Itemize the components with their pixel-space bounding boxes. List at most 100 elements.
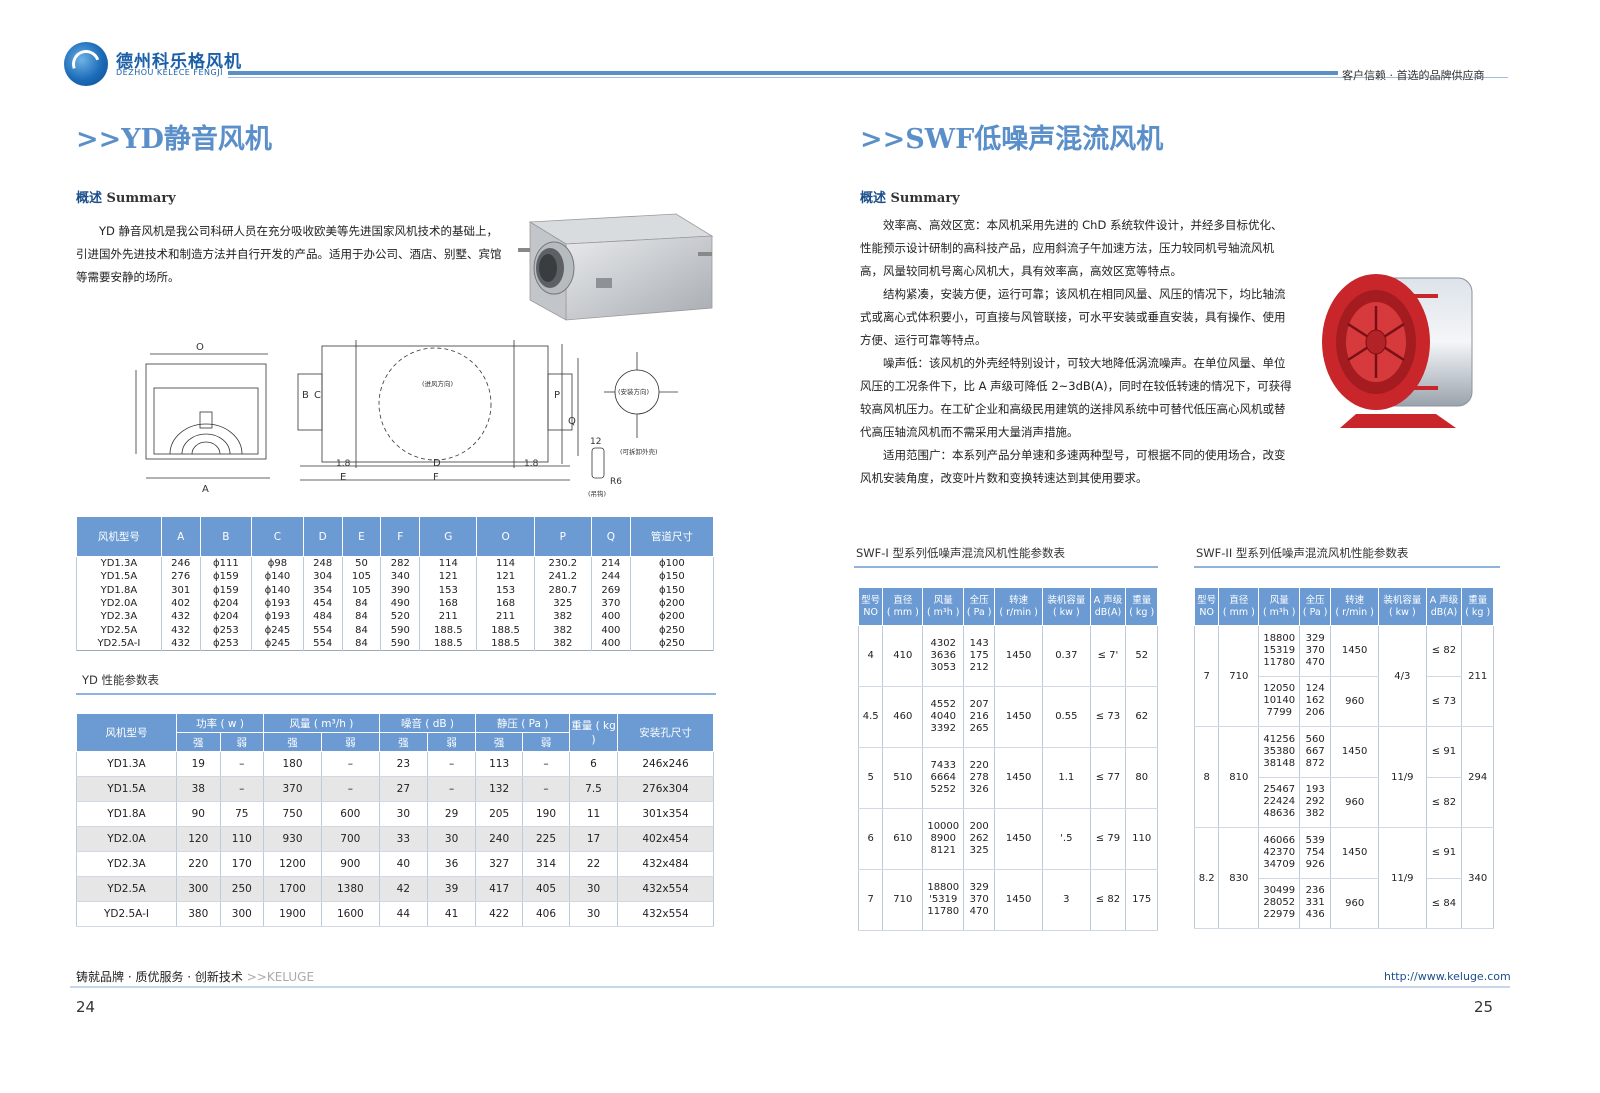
table-cell: 282 bbox=[380, 556, 421, 570]
table-cell: 554 bbox=[302, 623, 343, 637]
table-cell: 520 bbox=[380, 610, 421, 624]
table-cell: 432 bbox=[160, 623, 201, 637]
header-rule bbox=[228, 71, 1338, 75]
table-cell: ≤ 91 bbox=[1425, 827, 1463, 879]
footer-url-link[interactable]: http://www.keluge.com bbox=[1384, 970, 1511, 983]
yd-perf-caption-rule bbox=[76, 693, 716, 695]
table-cell: 121 bbox=[419, 570, 478, 584]
table-cell: 113 bbox=[475, 751, 524, 777]
removable-shell-note: (可拆卸外壳) bbox=[620, 447, 658, 456]
table-cell: ϕ159 bbox=[199, 570, 253, 584]
table-cell: 1450 bbox=[994, 747, 1044, 809]
table-cell: 510 bbox=[882, 747, 924, 809]
table-cell: 29 bbox=[426, 801, 477, 827]
table-cell: 6 bbox=[569, 751, 618, 777]
table-cell: 960 bbox=[1330, 777, 1380, 828]
table-cell: 23 bbox=[378, 751, 428, 777]
th-weak: 弱 bbox=[219, 732, 265, 752]
table-cell: 17 bbox=[569, 826, 618, 852]
company-logo bbox=[64, 42, 108, 86]
th-pressure: 静压 ( Pa ) bbox=[475, 713, 570, 733]
table-cell: 1450 bbox=[1330, 726, 1380, 778]
table-cell: 4 bbox=[857, 625, 884, 687]
table-cell: ϕ204 bbox=[199, 610, 253, 624]
table-cell: ϕ100 bbox=[629, 556, 715, 570]
table-cell: 11/9 bbox=[1378, 726, 1427, 828]
table-cell: YD2.0A bbox=[76, 826, 177, 852]
table-cell: 340 bbox=[1461, 827, 1494, 929]
dim-f-label: F bbox=[433, 472, 439, 483]
table-cell: 300 bbox=[219, 901, 265, 927]
header-rule-thin bbox=[228, 77, 1508, 78]
th-swf-5: 装机容量( kw ) bbox=[1378, 587, 1427, 626]
table-cell: ϕ245 bbox=[251, 623, 304, 637]
dim-q-label: Q bbox=[568, 416, 576, 427]
table-cell: 1200 bbox=[263, 851, 322, 877]
th-dim-10: Q bbox=[590, 516, 631, 557]
table-cell: 170 bbox=[219, 851, 265, 877]
table-cell: 44 bbox=[378, 901, 428, 927]
dim-18-right: 1.8 bbox=[524, 459, 539, 469]
table-cell: 241.2 bbox=[533, 570, 592, 584]
table-cell: '.5 bbox=[1042, 808, 1091, 870]
th-dim-7: G bbox=[419, 516, 478, 557]
th-swf-5: 装机容量( kw ) bbox=[1042, 587, 1091, 626]
table-cell: 7 bbox=[1193, 625, 1220, 727]
table-cell: 230.2 bbox=[533, 556, 592, 570]
table-cell: 327 bbox=[475, 851, 524, 877]
table-cell: YD2.5A bbox=[76, 623, 162, 637]
table-cell: 6 bbox=[857, 808, 884, 870]
yd-perf-caption: YD 性能参数表 bbox=[82, 673, 160, 687]
table-cell: 276 bbox=[160, 570, 201, 584]
table-cell: ≤ 91 bbox=[1425, 726, 1463, 778]
table-cell: YD2.3A bbox=[76, 851, 177, 877]
table-cell: 1450 bbox=[1330, 827, 1380, 879]
table-cell: ϕ193 bbox=[251, 596, 304, 611]
table-cell: 1450 bbox=[994, 808, 1044, 870]
th-dim-9: P bbox=[533, 516, 592, 557]
th-hole: 安装孔尺寸 bbox=[617, 713, 714, 752]
table-cell: YD1.3A bbox=[76, 556, 162, 570]
table-cell: 417 bbox=[475, 876, 524, 902]
yd-dimension-drawing: O A B C D E F P Q 1.8 1.8 12 R6 (进风方向) (… bbox=[135, 340, 678, 498]
table-cell: ϕ98 bbox=[251, 556, 304, 570]
table-cell: 710 bbox=[882, 869, 924, 931]
table-cell: 554 bbox=[302, 636, 343, 651]
table-cell: 301 bbox=[160, 583, 201, 597]
table-cell: YD2.5A-I bbox=[76, 636, 162, 651]
table-cell: 19 bbox=[176, 751, 221, 777]
table-cell: 700 bbox=[320, 826, 380, 852]
table-cell: 432 bbox=[160, 636, 201, 651]
swf-section-title: >>SWF低噪声混流风机 bbox=[860, 124, 1164, 155]
table-cell: 422 bbox=[475, 901, 524, 927]
th-swf-4: 转速( r/min ) bbox=[1330, 587, 1380, 626]
table-cell: 175 bbox=[1125, 869, 1158, 931]
swf-para-structure: 结构紧凑，安装方便，运行可靠；该风机在相同风量、风压的情况下，均比轴流式或离心式… bbox=[860, 287, 1286, 347]
table-cell: YD1.5A bbox=[76, 776, 177, 802]
table-cell: – bbox=[219, 751, 265, 777]
th-swf-3: 全压( Pa ) bbox=[1299, 587, 1332, 626]
table-cell: 30 bbox=[426, 826, 477, 852]
th-dim-8: O bbox=[476, 516, 535, 557]
table-cell: 402 bbox=[160, 596, 201, 611]
